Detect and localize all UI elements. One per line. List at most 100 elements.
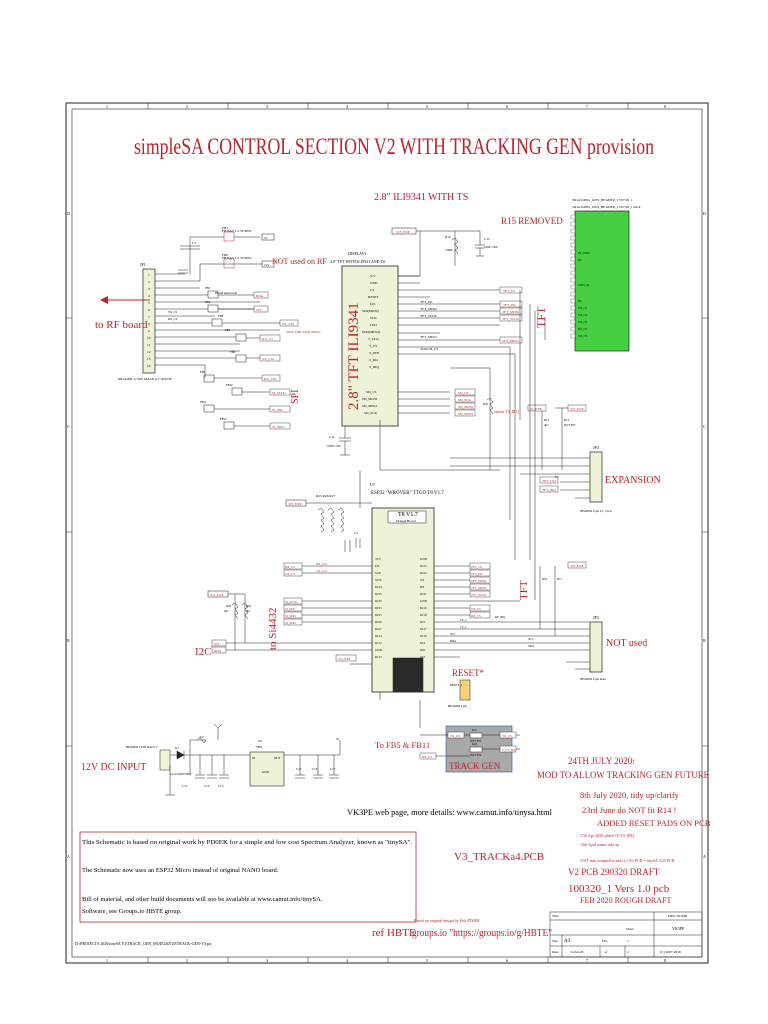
pcb-name: V3_TRACKa4.PCB — [454, 851, 544, 863]
r15-removed-label: R15 REMOVED — [501, 216, 563, 226]
svg-text:10: 10 — [147, 336, 151, 340]
svg-text:12v: 12v — [264, 263, 270, 267]
spi-label: SPI — [290, 390, 301, 404]
svg-text:T8 V1.7: T8 V1.7 — [398, 512, 418, 518]
svg-text:FB3: FB3 — [205, 286, 211, 290]
col-label: 7 — [586, 104, 588, 109]
routing — [359, 290, 546, 728]
svg-text:IO22: IO22 — [420, 571, 427, 575]
groups-link: groups.io "https://groups.io/g/HBTE" — [412, 927, 552, 939]
svg-text:3v3_EXP: 3v3_EXP — [338, 657, 351, 661]
small-note: 31ST mar swapped ts and rx CS's PCB = ti… — [580, 858, 675, 863]
svg-text:T_CLK: T_CLK — [368, 337, 379, 341]
svg-text:JP4: JP4 — [593, 445, 599, 450]
svg-text:TX_CS: TX_CS — [168, 310, 178, 314]
svg-text:SI_SCLK: SI_SCLK — [285, 600, 298, 604]
svg-text:3v3_EXP: 3v3_EXP — [570, 407, 584, 411]
svg-text:IO27: IO27 — [375, 627, 382, 631]
svg-text:SVP: SVP — [375, 571, 381, 575]
svg-text:IO32: IO32 — [375, 599, 382, 603]
svg-text:3v3_EXP: 3v3_EXP — [570, 564, 584, 568]
based-on: Based on original design by Erik PD0EK — [414, 918, 480, 923]
svg-text:JP3: JP3 — [593, 615, 599, 620]
col-label: 3 — [266, 104, 268, 109]
svg-text:IO4: IO4 — [420, 641, 425, 645]
tb-date-label: Date — [552, 950, 559, 954]
svg-text:C13: C13 — [182, 784, 188, 788]
svg-text:C4: C4 — [354, 531, 358, 535]
row-label: D — [67, 211, 70, 216]
outer-border — [65, 102, 709, 964]
svg-text:IO5: IO5 — [420, 620, 425, 624]
svg-text:SCK: SCK — [370, 316, 377, 320]
small-note: 14th April minor tidy up — [580, 842, 619, 847]
svg-text:NC: NC — [578, 258, 582, 262]
svg-text:TX_CS: TX_CS — [578, 334, 588, 338]
svg-text:4k7: 4k7 — [544, 423, 549, 427]
note-july: 8th July 2020, tidy up/clarify — [580, 790, 680, 800]
svg-text:RX: RX — [420, 585, 425, 589]
svg-text:RX_CS: RX_CS — [168, 317, 178, 321]
svg-text:3v3_EXP: 3v3_EXP — [210, 593, 224, 597]
to-rf-board-label: to RF board — [95, 319, 148, 331]
tb-of-label: of — [604, 950, 608, 954]
svg-text:3v3_EXP: 3v3_EXP — [288, 502, 302, 506]
svg-text:SDO(MISO): SDO(MISO) — [362, 330, 381, 334]
svg-text:T_DO: T_DO — [369, 358, 378, 362]
web-note: VK3PE web page, more details: www.camut.… — [347, 807, 553, 817]
tb-doc-no: DRG-NUMB — [668, 914, 688, 918]
svg-text:FB5: FB5 — [225, 328, 231, 332]
svg-text:D1: D1 — [175, 746, 179, 750]
svg-text:5v: 5v — [264, 236, 268, 240]
svg-text:HEADER 2 PIN male 0.1": HEADER 2 PIN male 0.1" — [126, 745, 159, 749]
svg-text:22uF/16V: 22uF/16V — [484, 245, 499, 249]
svg-text:5v: 5v — [336, 737, 340, 741]
svg-text:IO2: IO2 — [420, 655, 425, 659]
svg-text:R21: R21 — [472, 728, 478, 732]
svg-text:TX_CS: TX_CS — [450, 734, 460, 738]
svg-text:C15: C15 — [218, 784, 224, 788]
svg-text:HEADER 12 PIN MALE 0.1" PITCH: HEADER 12 PIN MALE 0.1" PITCH — [118, 377, 172, 381]
svg-text:TOUCH_CS: TOUCH_CS — [420, 347, 438, 351]
svg-text:FB12: FB12 — [220, 417, 227, 421]
to-si4432-label: to Si4432 — [267, 608, 279, 650]
tb-file-label: File — [602, 939, 608, 943]
svg-text:TFT_SCLK: TFT_SCLK — [471, 593, 487, 597]
svg-text:FB6: FB6 — [218, 314, 224, 318]
track-note-date: 24TH JULY 2020: — [568, 756, 635, 766]
svg-text:TX_CS1: TX_CS1 — [282, 322, 295, 326]
svg-text:NC: NC — [578, 299, 582, 303]
row-label: C — [703, 424, 706, 429]
col-label: 7 — [586, 958, 588, 963]
col-label: 6 — [506, 104, 508, 109]
svg-text:4k7: 4k7 — [246, 609, 251, 613]
svg-text:TX_CS1: TX_CS1 — [316, 569, 328, 573]
svg-text:U7: U7 — [555, 475, 559, 479]
svg-text:GND_IO: GND_IO — [578, 283, 590, 287]
svg-text:TFT_SCLK: TFT_SCLK — [420, 314, 437, 318]
svg-text:RX_CS: RX_CS — [262, 337, 273, 341]
svg-text:T_DIN: T_DIN — [369, 351, 380, 355]
svg-text:13: 13 — [147, 357, 151, 361]
svg-text:RDA: RDA — [450, 639, 457, 643]
svg-text:SD_MOSI: SD_MOSI — [362, 397, 378, 401]
svg-text:R25 R26 R27: R25 R26 R27 — [316, 494, 336, 498]
svg-text:PT_GND: PT_GND — [578, 251, 590, 255]
info-line: This Schematic is based on original work… — [82, 839, 412, 846]
svg-text:LED: LED — [370, 323, 377, 327]
row-label: C — [67, 424, 70, 429]
tft-right-label: TFT — [534, 306, 548, 328]
svg-text:14: 14 — [147, 364, 151, 368]
tb-drawn-by: VK3PE — [672, 926, 685, 931]
svg-text:C7: C7 — [192, 241, 196, 245]
svg-text:RX_CS1: RX_CS1 — [316, 562, 328, 566]
svg-text:SI_SDO: SI_SDO — [285, 621, 297, 625]
svg-text:R28: R28 — [226, 604, 232, 608]
col-label: 6 — [506, 958, 508, 963]
svg-text:T_CS_RX: T_CS_RX — [502, 748, 516, 752]
svg-text:NEW FOR TRACKING: NEW FOR TRACKING — [286, 330, 321, 334]
svg-text:Vcc: Vcc — [370, 274, 376, 278]
svg-text:SVN: SVN — [375, 578, 382, 582]
i2c-label: I2C — [195, 646, 212, 658]
